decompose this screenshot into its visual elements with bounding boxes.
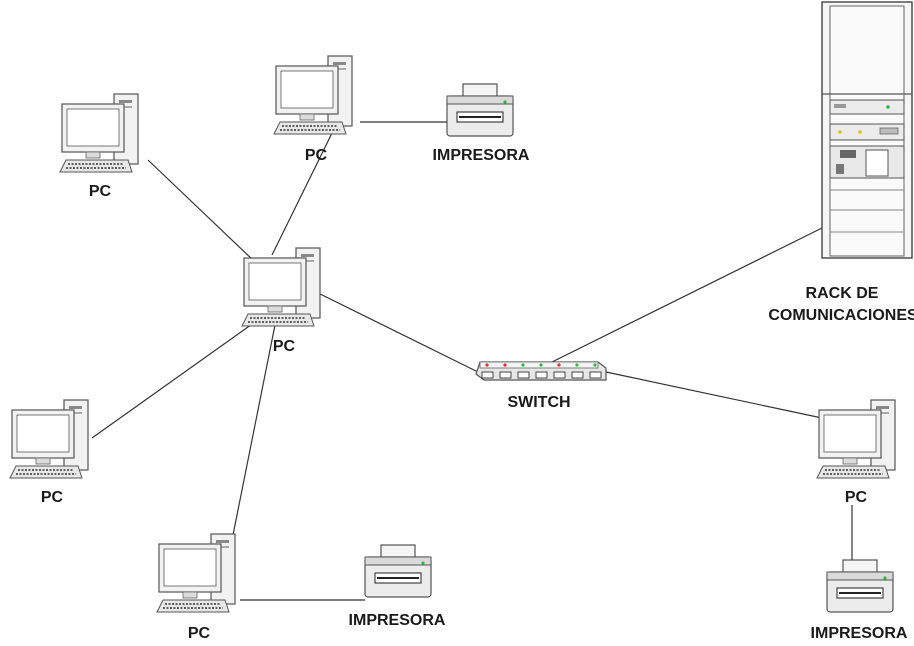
printer-top-label: IMPRESORA: [432, 147, 530, 164]
pc-top-icon[interactable]: [273, 55, 353, 135]
printer-bottom-label: IMPRESORA: [348, 612, 446, 629]
link-pc-left-to-hub: [91, 321, 256, 439]
pc-right-label: PC: [844, 489, 868, 506]
printer-right-icon[interactable]: [826, 559, 894, 613]
rack-icon[interactable]: [821, 1, 913, 259]
pc-top-label: PC: [304, 147, 328, 164]
pc-hub-icon[interactable]: [241, 247, 321, 327]
rack-label-line2: COMUNICACIONES: [768, 307, 914, 324]
pc-top-left-label: PC: [88, 183, 112, 200]
connection-lines: [91, 121, 853, 601]
pc-right-icon[interactable]: [816, 399, 896, 479]
pc-bottom-icon[interactable]: [156, 533, 236, 613]
pc-hub-label: PC: [272, 338, 296, 355]
link-pc-bottom-to-hub: [231, 324, 276, 541]
pc-left-icon[interactable]: [9, 399, 89, 479]
link-pc-top-left-to-hub: [147, 159, 256, 263]
switch-icon[interactable]: [475, 361, 607, 381]
printer-top-icon[interactable]: [446, 83, 514, 137]
printer-bottom-icon[interactable]: [364, 544, 432, 598]
link-hub-to-switch: [311, 289, 479, 373]
switch-label: SWITCH: [507, 394, 571, 411]
pc-left-label: PC: [40, 489, 64, 506]
rack-label-line1: RACK DE: [805, 285, 879, 302]
pc-top-left-icon[interactable]: [59, 93, 139, 173]
link-switch-to-pc-right: [605, 371, 823, 419]
pc-bottom-label: PC: [187, 625, 211, 642]
link-pc-top-to-hub: [271, 126, 336, 256]
printer-right-label: IMPRESORA: [810, 625, 908, 642]
link-switch-to-rack: [551, 227, 823, 363]
